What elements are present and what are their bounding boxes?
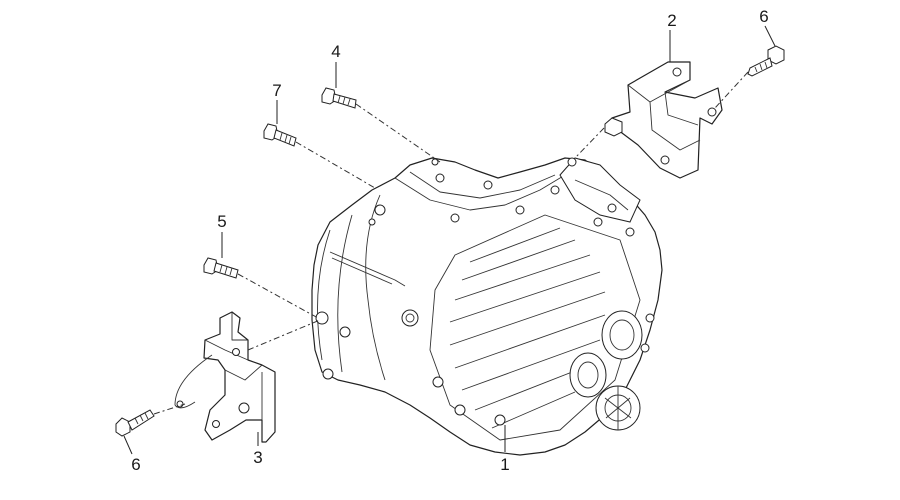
assembly-centerlines <box>153 71 749 415</box>
transaxle-assembly <box>311 157 663 456</box>
mounting-bosses <box>315 158 655 426</box>
bolt-left <box>203 257 239 279</box>
gearbox-case-fins <box>429 214 641 441</box>
callout-7: 7 <box>272 81 281 100</box>
mount-bracket-upper <box>604 61 723 179</box>
callout-labels: 1 2 3 4 5 6 6 7 <box>131 7 768 474</box>
callout-1: 1 <box>500 455 509 474</box>
mount-bracket-lower <box>174 311 276 443</box>
bolt-top <box>321 87 357 109</box>
bolt-bracket-lower <box>115 409 155 437</box>
shift-tower <box>550 157 641 237</box>
callout-6-lower: 6 <box>131 455 140 474</box>
callout-3: 3 <box>253 448 262 467</box>
bolt-bracket-upper <box>747 45 785 77</box>
callout-4: 4 <box>331 42 340 61</box>
bolt-upper-left <box>263 123 297 147</box>
end-cover <box>569 310 643 431</box>
callout-6-upper: 6 <box>759 7 768 26</box>
callout-2: 2 <box>667 11 676 30</box>
callout-leaders <box>123 25 776 455</box>
callout-5: 5 <box>217 212 226 231</box>
